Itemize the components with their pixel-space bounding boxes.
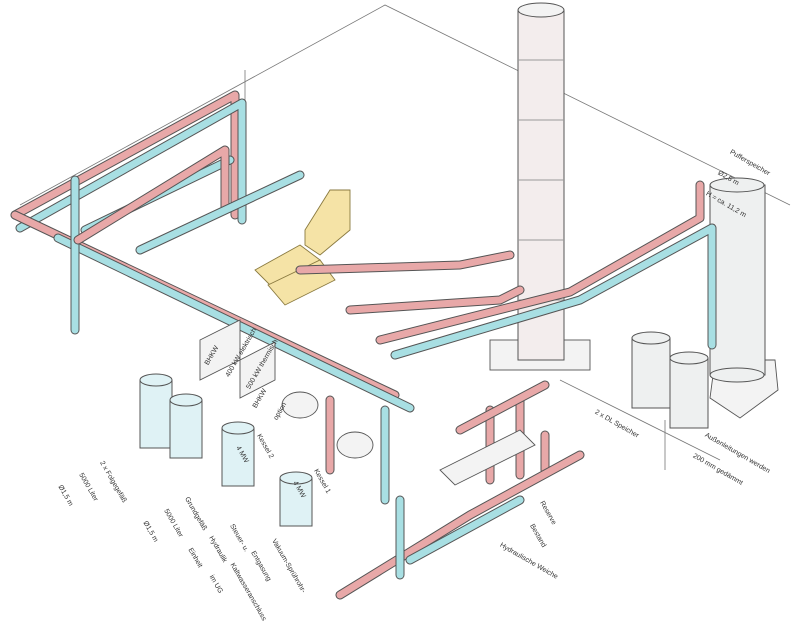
bhkw-units [199,319,276,399]
pipe-frame-left [10,90,415,413]
piping-diagram [10,2,791,600]
label-line: Steuer- u. [228,523,250,554]
label-line: 5000 Liter [77,472,99,503]
label-line: Einheit [186,547,204,570]
label-line: BHKW [251,387,269,410]
label-line: Kessel 1 [312,468,332,495]
exhaust-ducts [254,189,525,315]
label-line: Hydraulik [207,535,228,564]
pipe-to-buffer [375,180,717,360]
label-line: option [272,401,289,422]
dl-speicher-tanks [631,331,709,429]
pufferspeicher-tank [709,177,779,419]
label-line: Ø2,5 m [716,169,740,188]
label-line: 5000 Liter [162,508,184,539]
hydraulic-distribution [335,380,585,600]
expansion-tanks [139,373,313,527]
label-line: 4 MW [291,480,307,500]
label-line: Pufferspeicher [728,148,771,178]
label-line: 4 MW [234,445,250,465]
label-line: Kessel 2 [255,433,275,460]
boilers [281,391,390,505]
label-line: 2 x Folgegefäß [98,460,128,504]
label-line: Grundgefäß [183,496,208,532]
